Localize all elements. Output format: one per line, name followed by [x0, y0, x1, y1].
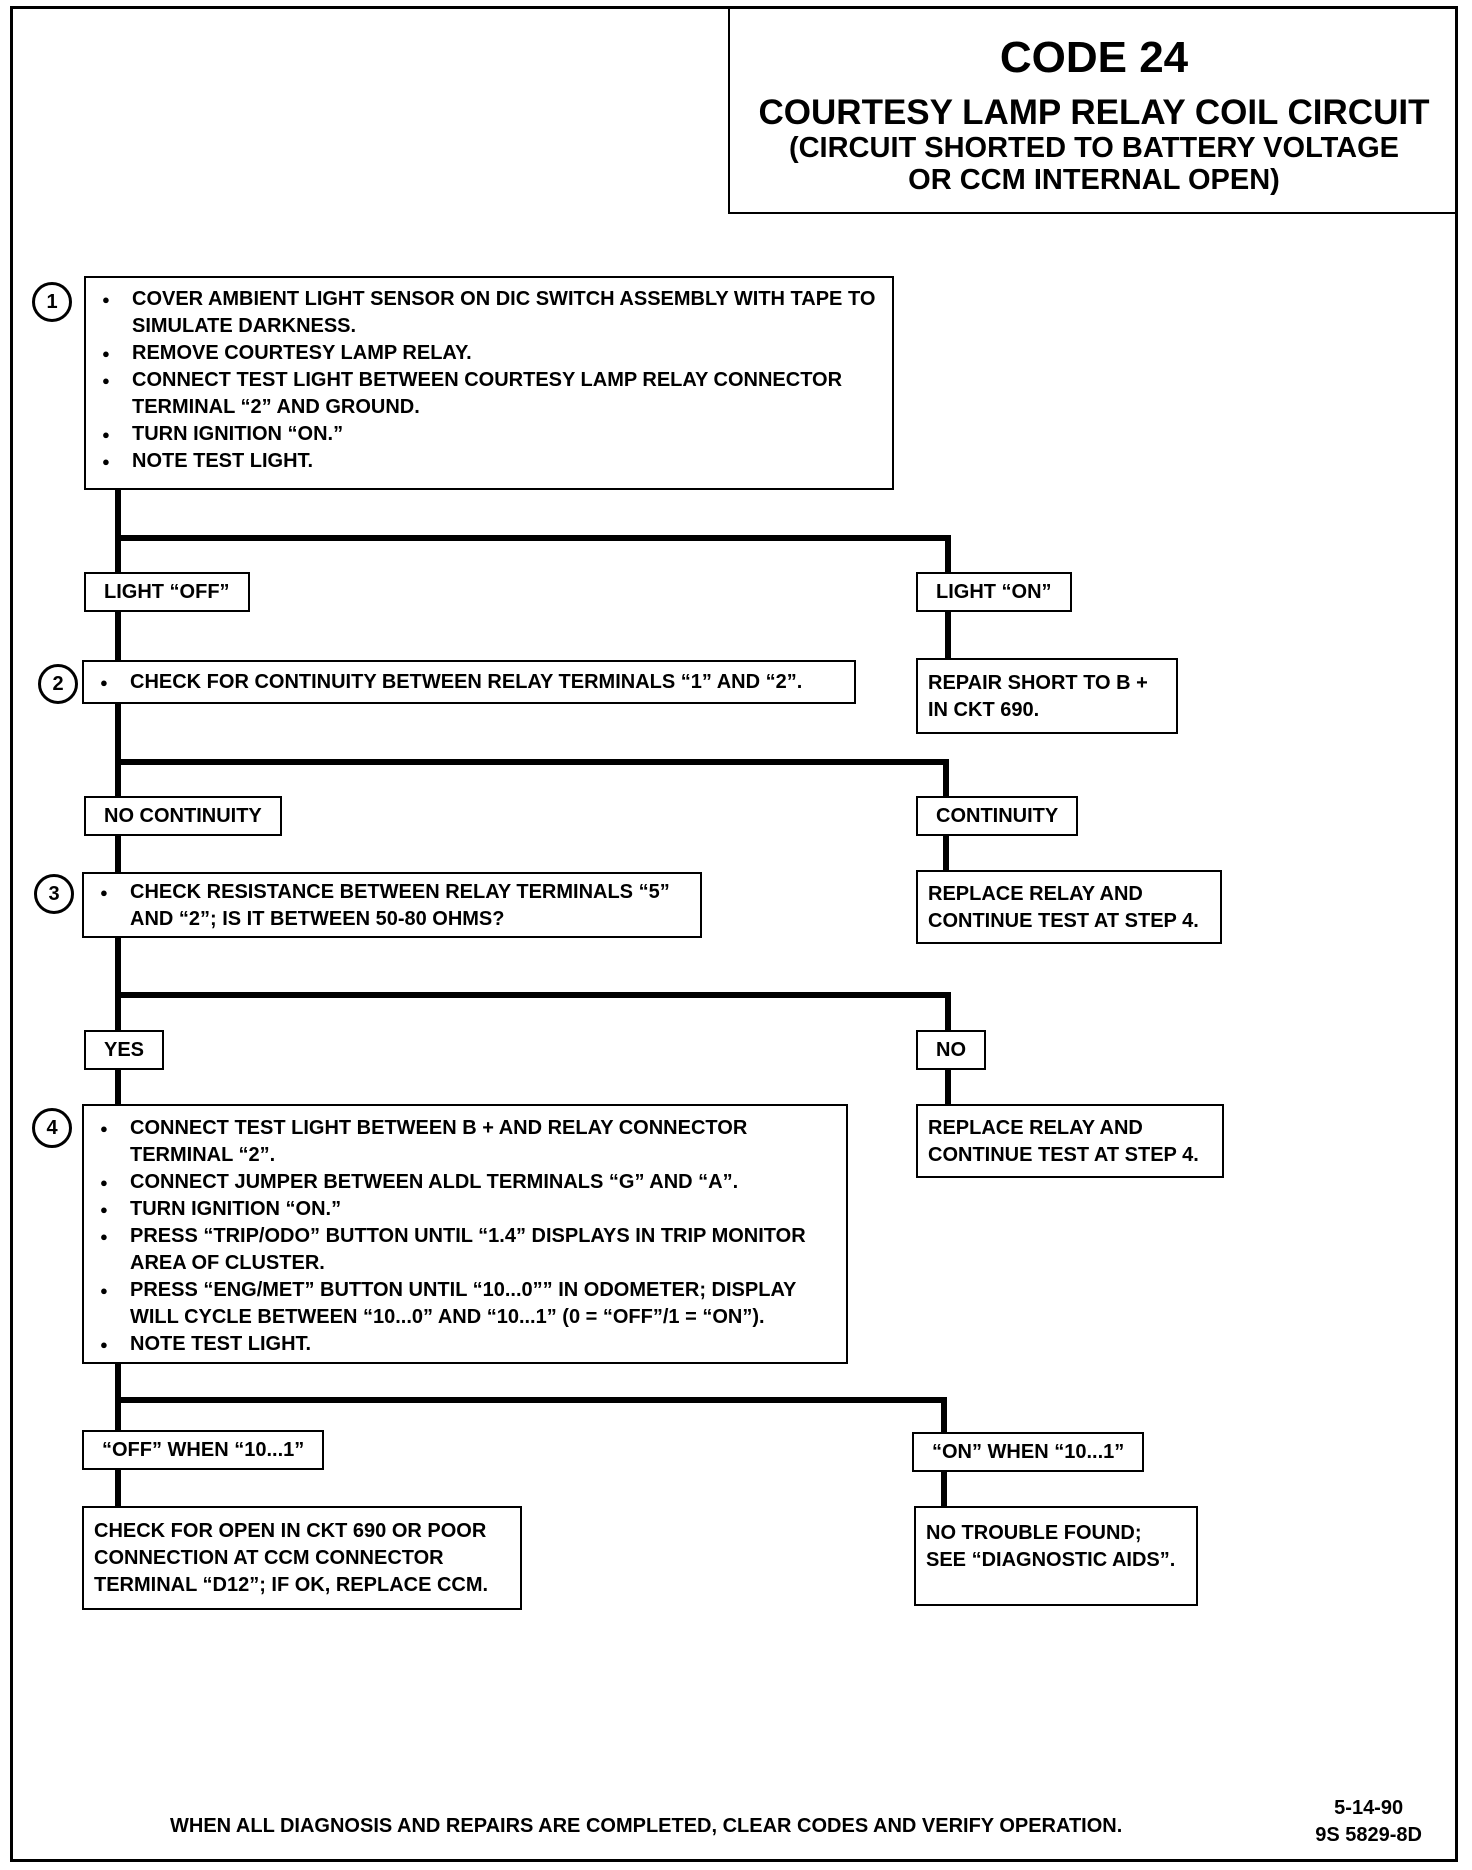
branch-on-when-10-1: “ON” WHEN “10...1”	[912, 1432, 1145, 1472]
branch-light-off: LIGHT “OFF”	[84, 572, 250, 612]
branch-yes: YES	[84, 1030, 165, 1070]
step-4-bullet: CONNECT JUMPER BETWEEN ALDL TERMINALS “G…	[94, 1169, 836, 1196]
step-4-box: CONNECT TEST LIGHT BETWEEN B + AND RELAY…	[82, 1104, 848, 1364]
step-number-3: 3	[34, 874, 74, 914]
footer-reference: 9S 5829-8D	[1315, 1824, 1422, 1846]
footer-note: WHEN ALL DIAGNOSIS AND REPAIRS ARE COMPL…	[170, 1815, 1123, 1837]
circuit-subtitle-line2: OR CCM INTERNAL OPEN)	[908, 164, 1280, 196]
step-1-bullet: TURN IGNITION “ON.”	[96, 421, 882, 448]
connector-step3-right	[115, 992, 951, 1033]
circuit-title: COURTESY LAMP RELAY COIL CIRCUIT	[758, 93, 1430, 132]
title-block: CODE 24 COURTESY LAMP RELAY COIL CIRCUIT…	[728, 8, 1458, 214]
step-4-bullet: NOTE TEST LIGHT.	[94, 1331, 836, 1358]
step-4-bullet: PRESS “ENG/MET” BUTTON UNTIL “10...0”” I…	[94, 1277, 836, 1331]
repair-short-box: REPAIR SHORT TO B + IN CKT 690.	[916, 658, 1178, 734]
step-4-bullet: CONNECT TEST LIGHT BETWEEN B + AND RELAY…	[94, 1115, 836, 1169]
step-1-bullet: NOTE TEST LIGHT.	[96, 448, 882, 475]
step-4-bullet: PRESS “TRIP/ODO” BUTTON UNTIL “1.4” DISP…	[94, 1223, 836, 1277]
footer-date: 5-14-90	[1334, 1797, 1404, 1819]
connector-step4-right	[115, 1397, 947, 1435]
step-1-box: COVER AMBIENT LIGHT SENSOR ON DIC SWITCH…	[84, 276, 894, 490]
circuit-subtitle-line1: (CIRCUIT SHORTED TO BATTERY VOLTAGE	[788, 132, 1400, 164]
connector-step2-right	[115, 759, 949, 799]
branch-no: NO	[916, 1030, 986, 1070]
step-number-2: 2	[38, 664, 78, 704]
step-3-box: CHECK RESISTANCE BETWEEN RELAY TERMINALS…	[82, 872, 702, 938]
replace-relay-box-2: REPLACE RELAY AND CONTINUE TEST AT STEP …	[916, 1104, 1224, 1178]
connector-step1-right	[115, 535, 951, 575]
step-4-bullet: TURN IGNITION “ON.”	[94, 1196, 836, 1223]
branch-light-on: LIGHT “ON”	[916, 572, 1072, 612]
circuit-subtitle: (CIRCUIT SHORTED TO BATTERY VOLTAGE OR C…	[730, 132, 1458, 196]
step-1-bullet: REMOVE COURTESY LAMP RELAY.	[96, 340, 882, 367]
check-open-box: CHECK FOR OPEN IN CKT 690 OR POOR CONNEC…	[82, 1506, 522, 1610]
step-number-1: 1	[32, 282, 72, 322]
branch-off-when-10-1: “OFF” WHEN “10...1”	[82, 1430, 325, 1470]
code-title: CODE 24	[999, 33, 1189, 82]
footer-date-block: 5-14-90 9S 5829-8D	[1315, 1795, 1422, 1849]
step-2-box: CHECK FOR CONTINUITY BETWEEN RELAY TERMI…	[82, 660, 856, 704]
step-2-bullet: CHECK FOR CONTINUITY BETWEEN RELAY TERMI…	[94, 669, 844, 696]
step-3-bullet: CHECK RESISTANCE BETWEEN RELAY TERMINALS…	[94, 879, 690, 933]
step-1-bullet: COVER AMBIENT LIGHT SENSOR ON DIC SWITCH…	[96, 286, 882, 340]
replace-relay-box-1: REPLACE RELAY AND CONTINUE TEST AT STEP …	[916, 870, 1222, 944]
branch-no-continuity: NO CONTINUITY	[84, 796, 282, 836]
branch-continuity: CONTINUITY	[916, 796, 1079, 836]
step-1-bullet: CONNECT TEST LIGHT BETWEEN COURTESY LAMP…	[96, 367, 882, 421]
page-frame	[10, 6, 1458, 1862]
step-number-4: 4	[32, 1108, 72, 1148]
no-trouble-box: NO TROUBLE FOUND; SEE “DIAGNOSTIC AIDS”.	[914, 1506, 1198, 1606]
